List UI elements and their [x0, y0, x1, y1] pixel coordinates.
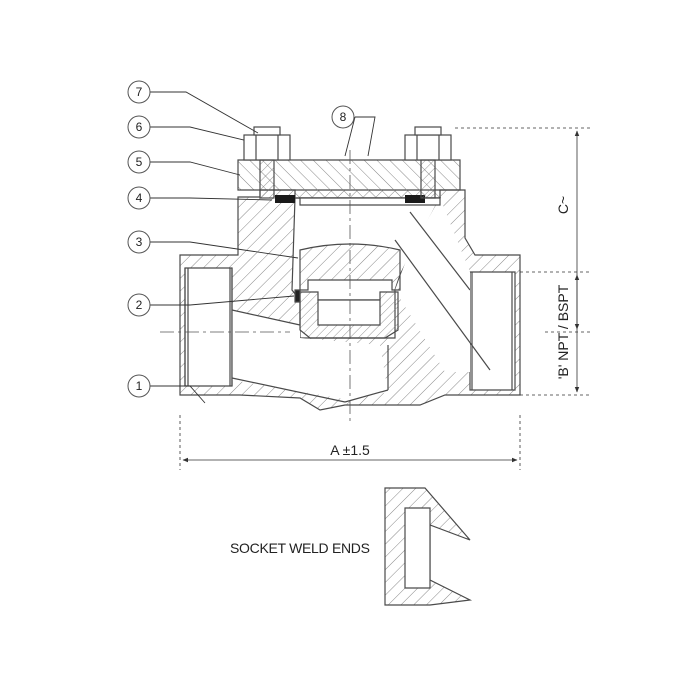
leader-lines	[150, 91, 376, 404]
svg-text:3: 3	[136, 235, 143, 249]
disc	[299, 243, 401, 291]
dimension-a-label: A ±1.5	[330, 442, 370, 458]
callout-7: 7	[127, 80, 151, 104]
dimension-c-label: C~	[555, 196, 571, 214]
seat-ring	[294, 289, 399, 339]
detail-caption: SOCKET WELD ENDS	[230, 540, 370, 556]
callout-4: 4	[127, 186, 151, 210]
callout-2: 2	[127, 293, 151, 317]
bolts	[243, 126, 452, 199]
svg-text:2: 2	[136, 298, 143, 312]
callout-1: 1	[127, 374, 151, 398]
callout-5: 5	[127, 150, 151, 174]
gasket	[275, 195, 425, 203]
dimension-b-label: 'B' NPT / BSPT	[555, 284, 571, 379]
dimension-lines	[179, 127, 590, 470]
svg-text:6: 6	[136, 120, 143, 134]
svg-text:8: 8	[340, 110, 347, 124]
callout-8: 8	[331, 105, 355, 129]
callout-3: 3	[127, 230, 151, 254]
socket-weld-detail	[384, 487, 473, 606]
centerlines	[160, 150, 351, 425]
callout-6: 6	[127, 115, 151, 139]
svg-text:4: 4	[136, 191, 143, 205]
svg-text:1: 1	[136, 379, 143, 393]
callout-bubbles: 7 6 5 4 3 2 1 8	[127, 80, 355, 398]
svg-text:5: 5	[136, 155, 143, 169]
svg-text:7: 7	[136, 85, 143, 99]
